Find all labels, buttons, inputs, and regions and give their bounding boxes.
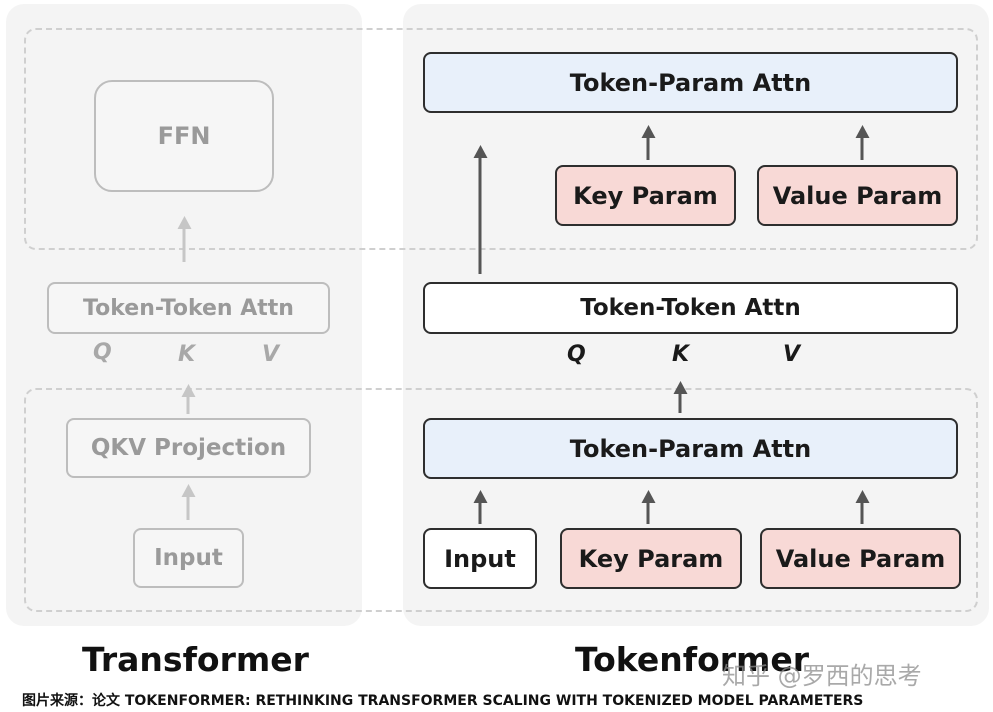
tokenformer-bottom-key-param-box: Key Param — [560, 528, 742, 589]
transformer-ffn-box: FFN — [94, 80, 274, 192]
tokenformer-top-key-param-box: Key Param — [555, 165, 736, 226]
zhihu-watermark: 知乎 @罗西的思考 — [722, 662, 922, 690]
tokenformer-bottom-token-param-attn-box: Token-Param Attn — [423, 418, 958, 479]
tokenformer-top-token-param-attn-label: Token-Param Attn — [569, 68, 812, 97]
transformer-v-label: V — [262, 342, 280, 367]
transformer-ffn-label: FFN — [157, 122, 211, 150]
transformer-input-label: Input — [154, 545, 223, 571]
tokenformer-k-label: K — [672, 342, 690, 367]
tokenformer-title: Tokenformer — [575, 640, 810, 679]
tokenformer-input-label: Input — [444, 544, 516, 573]
transformer-input-box: Input — [133, 528, 244, 588]
tokenformer-top-key-param-label: Key Param — [573, 181, 718, 210]
tokenformer-arrow-to-token-token-attn — [678, 393, 682, 413]
tokenformer-top-value-param-label: Value Param — [772, 181, 943, 210]
tokenformer-arrow-up-to-top-attn — [478, 157, 482, 274]
tokenformer-input-box: Input — [423, 528, 537, 589]
tokenformer-bottom-key-param-label: Key Param — [578, 544, 724, 573]
tokenformer-bottom-token-param-attn-label: Token-Param Attn — [569, 434, 812, 463]
tokenformer-top-token-param-attn-box: Token-Param Attn — [423, 52, 958, 113]
transformer-token-token-attn-box: Token-Token Attn — [47, 282, 330, 334]
tokenformer-top-value-param-box: Value Param — [757, 165, 958, 226]
bottom-dashed-group — [24, 388, 978, 612]
transformer-arrow-to-ffn — [182, 228, 186, 262]
tokenformer-arrow-bottom-key — [646, 502, 650, 524]
tokenformer-arrow-input — [478, 502, 482, 524]
tokenformer-q-label: Q — [567, 342, 586, 367]
tokenformer-bottom-value-param-box: Value Param — [760, 528, 961, 589]
top-dashed-group — [24, 28, 978, 250]
transformer-arrow-to-attn — [186, 396, 190, 414]
tokenformer-arrow-top-key — [646, 137, 650, 160]
tokenformer-arrow-bottom-value — [860, 502, 864, 524]
tokenformer-token-token-attn-label: Token-Token Attn — [580, 295, 801, 321]
tokenformer-token-token-attn-box: Token-Token Attn — [423, 282, 958, 334]
transformer-k-label: K — [178, 342, 196, 367]
transformer-qkv-projection-box: QKV Projection — [66, 418, 311, 478]
transformer-token-token-attn-label: Token-Token Attn — [83, 295, 294, 321]
transformer-arrow-to-qkv — [186, 496, 190, 520]
transformer-title: Transformer — [82, 640, 309, 679]
tokenformer-bottom-value-param-label: Value Param — [775, 544, 946, 573]
tokenformer-arrow-top-value — [860, 137, 864, 160]
transformer-q-label: Q — [93, 340, 112, 365]
transformer-qkv-projection-label: QKV Projection — [90, 435, 287, 461]
source-caption: 图片来源：论文 TOKENFORMER: RETHINKING TRANSFOR… — [22, 693, 864, 709]
tokenformer-v-label: V — [783, 342, 801, 367]
